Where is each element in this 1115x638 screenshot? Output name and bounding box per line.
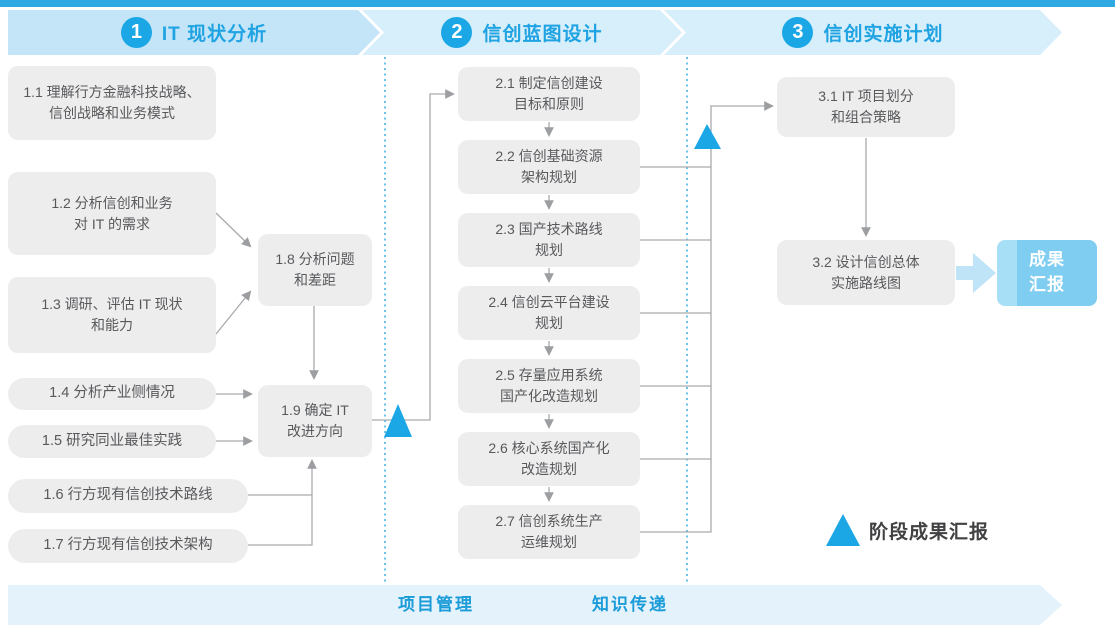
legend-label: 阶段成果汇报: [869, 522, 990, 543]
step-box-1-4: 1.4 分析产业侧情况: [8, 378, 216, 410]
step-box-1-2: 1.2 分析信创和业务 对 IT 的需求: [8, 172, 216, 255]
step-box-2-7: 2.7 信创系统生产 运维规划: [458, 505, 640, 559]
connector-lines: [215, 89, 871, 546]
milestone-triangle-phase1-icon: [384, 404, 412, 437]
step-box-1-8: 1.8 分析问题 和差距: [258, 234, 372, 306]
step-box-1-5: 1.5 研究同业最佳实践: [8, 425, 216, 458]
step-box-2-6: 2.6 核心系统国产化 改造规划: [458, 432, 640, 486]
step-box-3-1: 3.1 IT 项目划分 和组合策略: [777, 77, 955, 137]
step-box-2-2: 2.2 信创基础资源 架构规划: [458, 140, 640, 194]
milestone-triangle-phase2-icon: [694, 124, 721, 149]
step-box-1-3: 1.3 调研、评估 IT 现状 和能力: [8, 277, 216, 353]
step-box-3-2: 3.2 设计信创总体 实施路线图: [777, 240, 955, 305]
step-box-2-3: 2.3 国产技术路线 规划: [458, 213, 640, 267]
bottom-band-label-project-management: 项目管理: [398, 595, 474, 614]
phase-3-header: 3 信创实施计划: [664, 10, 1062, 55]
step-box-2-4: 2.4 信创云平台建设 规划: [458, 286, 640, 340]
phase-3-number-badge: 3: [782, 17, 813, 48]
step-box-1-1: 1.1 理解行方金融科技战略、 信创战略和业务模式: [8, 66, 216, 140]
step-box-1-6: 1.6 行方现有信创技术路线: [8, 479, 248, 513]
phase-2-number-badge: 2: [441, 17, 472, 48]
phase-1-title: IT 现状分析: [161, 24, 268, 45]
phase-1-number-badge: 1: [121, 17, 152, 48]
step-box-2-1: 2.1 制定信创建设 目标和原则: [458, 67, 640, 121]
bottom-band-label-knowledge-transfer: 知识传递: [592, 595, 668, 614]
legend-milestone-triangle-icon: [826, 514, 860, 546]
phase-2-title: 信创蓝图设计: [482, 24, 603, 45]
phase-3-title: 信创实施计划: [823, 24, 944, 45]
step-box-1-9: 1.9 确定 IT 改进方向: [258, 385, 372, 457]
step-box-2-5: 2.5 存量应用系统 国产化改造规划: [458, 359, 640, 413]
top-accent-strip: [0, 0, 1115, 7]
bottom-band: 项目管理 知识传递: [8, 585, 1062, 625]
deliverable-arrow-icon: [956, 253, 996, 293]
phase-1-header: 1 IT 现状分析: [8, 10, 380, 55]
phase-2-header: 2 信创蓝图设计: [362, 10, 682, 55]
deliverable-box: 成果 汇报: [997, 240, 1097, 306]
step-box-1-7: 1.7 行方现有信创技术架构: [8, 529, 248, 563]
